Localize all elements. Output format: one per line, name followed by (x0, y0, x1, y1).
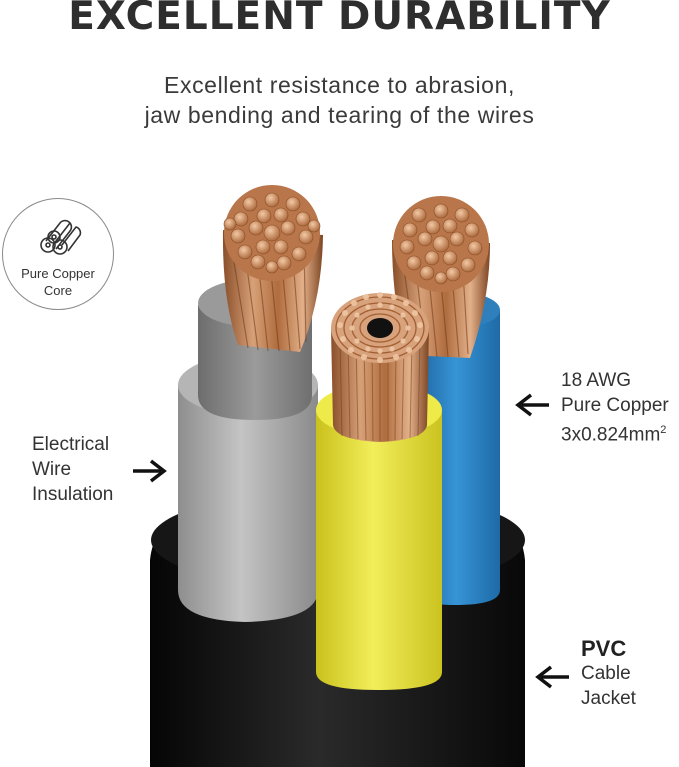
copper-line-3-sup: 2 (660, 424, 667, 436)
yellow-wire-copper-core (331, 292, 429, 442)
copper-line-3: 3x0.824mm2 (561, 418, 669, 447)
copper-line-3-base: 3x0.824mm (561, 424, 661, 446)
insulation-line-2: Wire (32, 459, 72, 480)
badge-line-1: Pure Copper (21, 266, 95, 281)
copper-line-1: 18 AWG (561, 370, 632, 391)
badge-label: Pure Copper Core (3, 265, 113, 299)
grey-wire-copper-core (222, 185, 323, 352)
left-arrow-icon (515, 393, 549, 417)
right-arrow-icon (133, 459, 167, 483)
jacket-label: PVC Cable Jacket (581, 636, 636, 711)
left-arrow-icon (535, 665, 569, 689)
copper-strands-icon (40, 219, 82, 255)
pure-copper-core-badge: Pure Copper Core (2, 198, 114, 310)
subtitle-line-1: Excellent resistance to abrasion, (164, 72, 515, 98)
copper-line-2: Pure Copper (561, 395, 669, 416)
insulation-line-1: Electrical (32, 434, 110, 455)
copper-spec-label: 18 AWG Pure Copper 3x0.824mm2 (561, 368, 669, 447)
jacket-line-3: Jacket (581, 688, 636, 709)
insulation-label: Electrical Wire Insulation (32, 432, 113, 507)
page-title: EXCELLENT DURABILITY (68, 0, 611, 39)
badge-line-2: Core (43, 283, 73, 298)
jacket-line-2: Cable (581, 663, 631, 684)
subtitle-line-2: jaw bending and tearing of the wires (144, 102, 535, 128)
insulation-line-3: Insulation (32, 484, 114, 505)
jacket-line-1: PVC (581, 636, 627, 661)
page-subtitle: Excellent resistance to abrasion, jaw be… (0, 70, 679, 130)
